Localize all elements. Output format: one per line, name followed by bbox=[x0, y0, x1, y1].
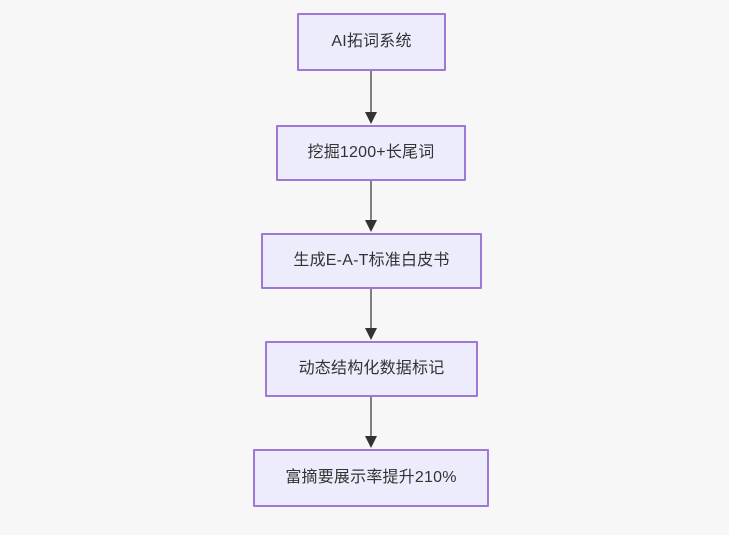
flowchart-node-dynamic-structured-data-markup[interactable]: 动态结构化数据标记 bbox=[265, 341, 478, 397]
flowchart-node-label: 生成E-A-T标准白皮书 bbox=[293, 252, 450, 270]
flowchart-node-rich-snippet-impression-uplift[interactable]: 富摘要展示率提升210% bbox=[253, 449, 489, 507]
edge-arrowhead-n0-n1 bbox=[365, 112, 377, 124]
flowchart-node-generate-eat-whitepaper[interactable]: 生成E-A-T标准白皮书 bbox=[261, 233, 482, 289]
flowchart-node-label: 挖掘1200+长尾词 bbox=[307, 144, 435, 162]
flowchart-node-ai-keyword-system[interactable]: AI拓词系统 bbox=[297, 13, 446, 71]
edge-arrowhead-n1-n2 bbox=[365, 220, 377, 232]
flowchart-node-label: AI拓词系统 bbox=[331, 33, 412, 51]
edge-arrowhead-n2-n3 bbox=[365, 328, 377, 340]
flowchart-node-label: 动态结构化数据标记 bbox=[298, 360, 445, 378]
edge-n3-n4 bbox=[365, 397, 377, 448]
edge-n2-n3 bbox=[365, 289, 377, 340]
edge-arrowhead-n3-n4 bbox=[365, 436, 377, 448]
edge-n0-n1 bbox=[365, 71, 377, 124]
edge-n1-n2 bbox=[365, 181, 377, 232]
flowchart-node-mine-longtail-keywords[interactable]: 挖掘1200+长尾词 bbox=[276, 125, 466, 181]
flowchart-node-label: 富摘要展示率提升210% bbox=[285, 469, 457, 487]
